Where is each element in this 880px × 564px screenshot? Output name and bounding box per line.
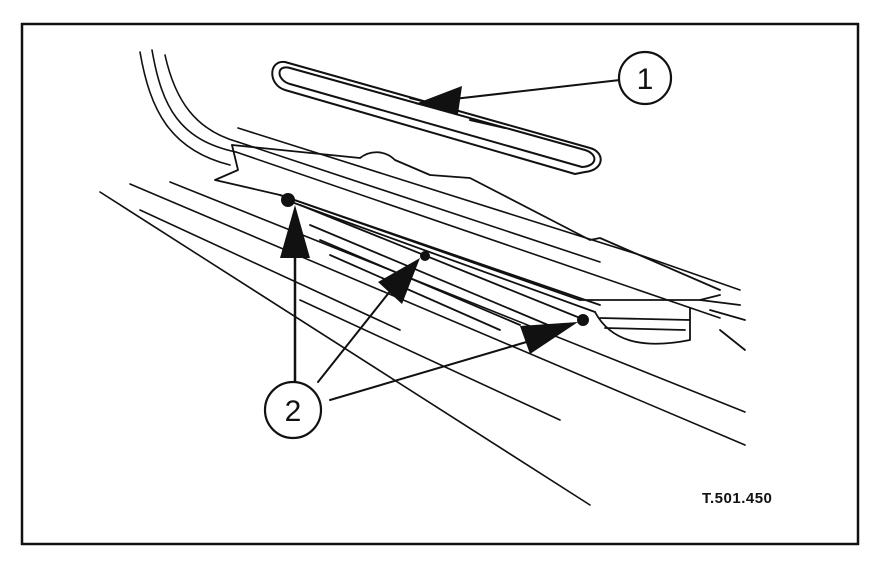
- arrowhead-2b: [378, 258, 420, 304]
- callout-1: 1: [415, 50, 673, 114]
- callout-label-2: 2: [285, 395, 302, 428]
- reference-code: T.501.450: [702, 490, 772, 507]
- sill-assembly: [214, 144, 746, 351]
- door-frame-lines: [99, 49, 746, 506]
- sill-trim-strip: [271, 60, 602, 175]
- leader-arrow-1: [444, 79, 621, 101]
- callout-label-1: 1: [637, 63, 654, 96]
- callout-circle-1: [617, 50, 673, 106]
- callout-circle-2: [263, 380, 323, 440]
- clip-2: [420, 251, 430, 261]
- clip-markers: [281, 193, 589, 326]
- clip-3: [577, 314, 589, 326]
- arrowhead-2a: [280, 205, 310, 258]
- leader-arrow-2b: [317, 284, 396, 383]
- clip-1: [281, 193, 295, 207]
- arrowhead-2c: [520, 322, 578, 354]
- leader-arrow-2c: [329, 337, 541, 401]
- arrowhead-1: [415, 86, 462, 114]
- callout-2: 2: [263, 205, 578, 440]
- diagram-border: [20, 22, 860, 546]
